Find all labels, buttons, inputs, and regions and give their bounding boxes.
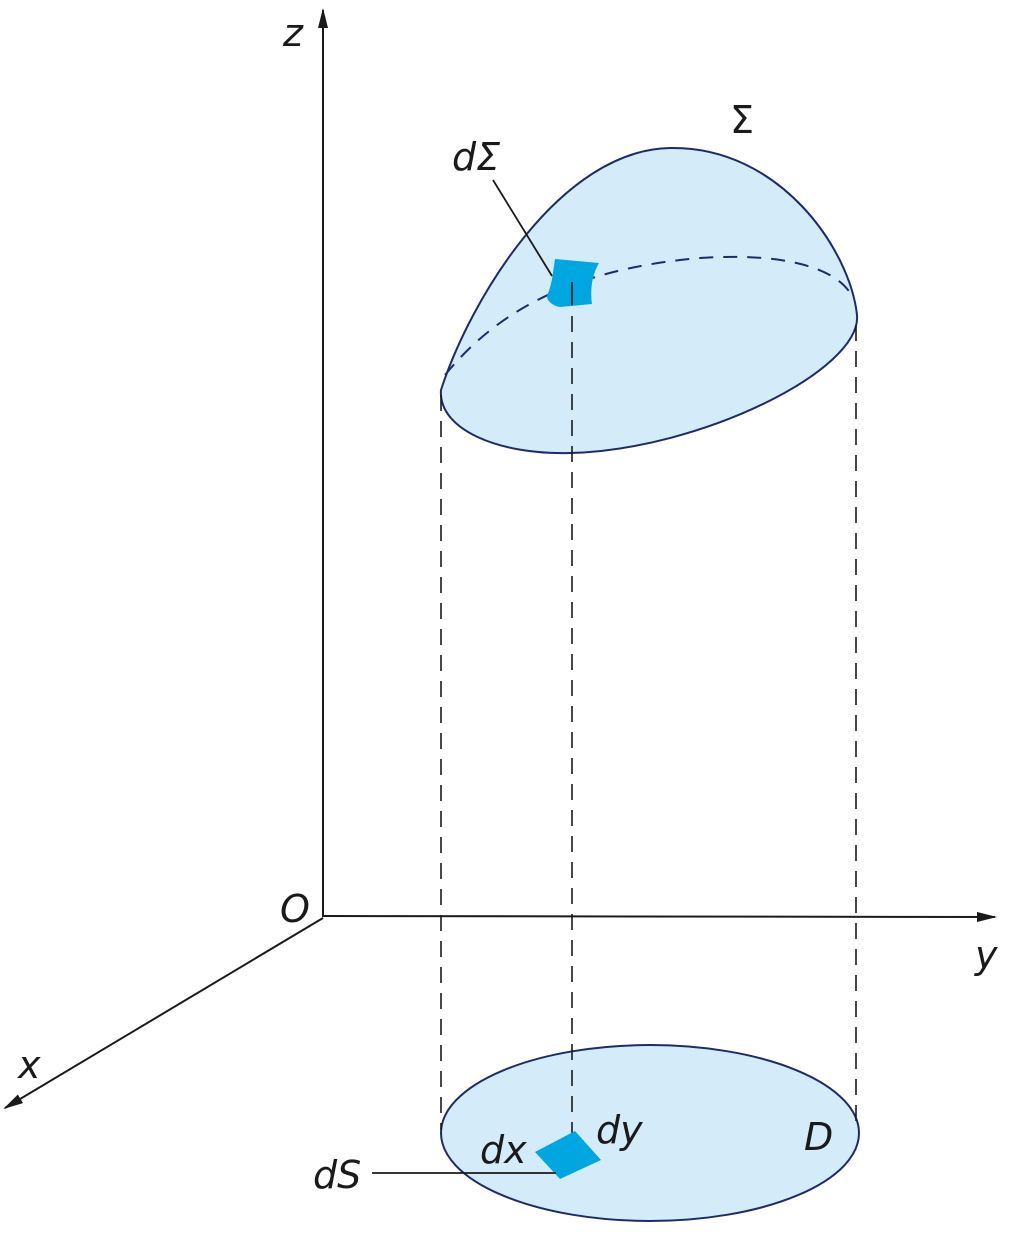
region-d — [440, 1044, 860, 1222]
region-label: D — [804, 1115, 833, 1159]
dsigma-leader — [492, 179, 553, 277]
surface-element-label: dΣ — [452, 135, 500, 179]
y-axis — [322, 911, 997, 922]
dx-label: dx — [480, 1128, 527, 1172]
dy-label: dy — [596, 1108, 643, 1152]
surface-element-patch — [547, 259, 599, 307]
area-element-label: dS — [313, 1153, 361, 1197]
x-axis — [3, 917, 324, 1110]
y-axis-label: y — [974, 933, 998, 977]
z-axis-label: z — [282, 11, 304, 55]
surface-label: Σ — [730, 98, 754, 142]
x-axis-label: x — [17, 1043, 41, 1087]
projection-lines — [440, 290, 857, 1160]
origin-label: O — [280, 887, 310, 931]
surface-sigma — [439, 146, 859, 455]
surface-hidden-edge — [444, 255, 854, 376]
area-element-patch — [535, 1131, 601, 1179]
